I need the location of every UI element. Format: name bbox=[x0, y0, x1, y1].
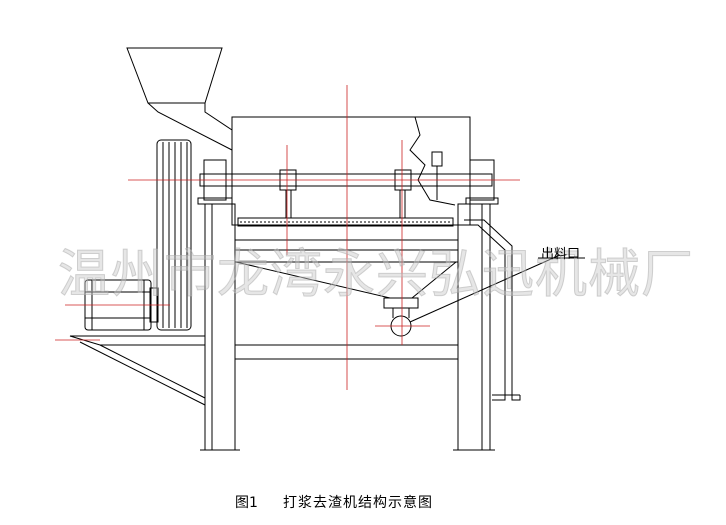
watermark: 温州市龙湾永兴弘迅机械厂 bbox=[57, 245, 695, 306]
feed-hopper bbox=[126, 47, 233, 151]
rotor-shaft bbox=[199, 151, 493, 218]
motor-base bbox=[69, 335, 206, 406]
centerlines bbox=[55, 85, 520, 390]
outlet-leader-line bbox=[409, 254, 561, 323]
frame bbox=[200, 203, 495, 451]
figure-number: 图1 bbox=[235, 495, 258, 511]
outlet-label: 出料口 bbox=[541, 247, 581, 262]
figure-title: 打浆去渣机结构示意图 bbox=[283, 495, 433, 511]
screen-mesh bbox=[235, 217, 458, 263]
bearings bbox=[197, 159, 499, 205]
residue-chute bbox=[460, 219, 521, 401]
belt-pulley bbox=[156, 139, 192, 331]
main-housing bbox=[231, 116, 471, 226]
motor bbox=[84, 279, 159, 331]
